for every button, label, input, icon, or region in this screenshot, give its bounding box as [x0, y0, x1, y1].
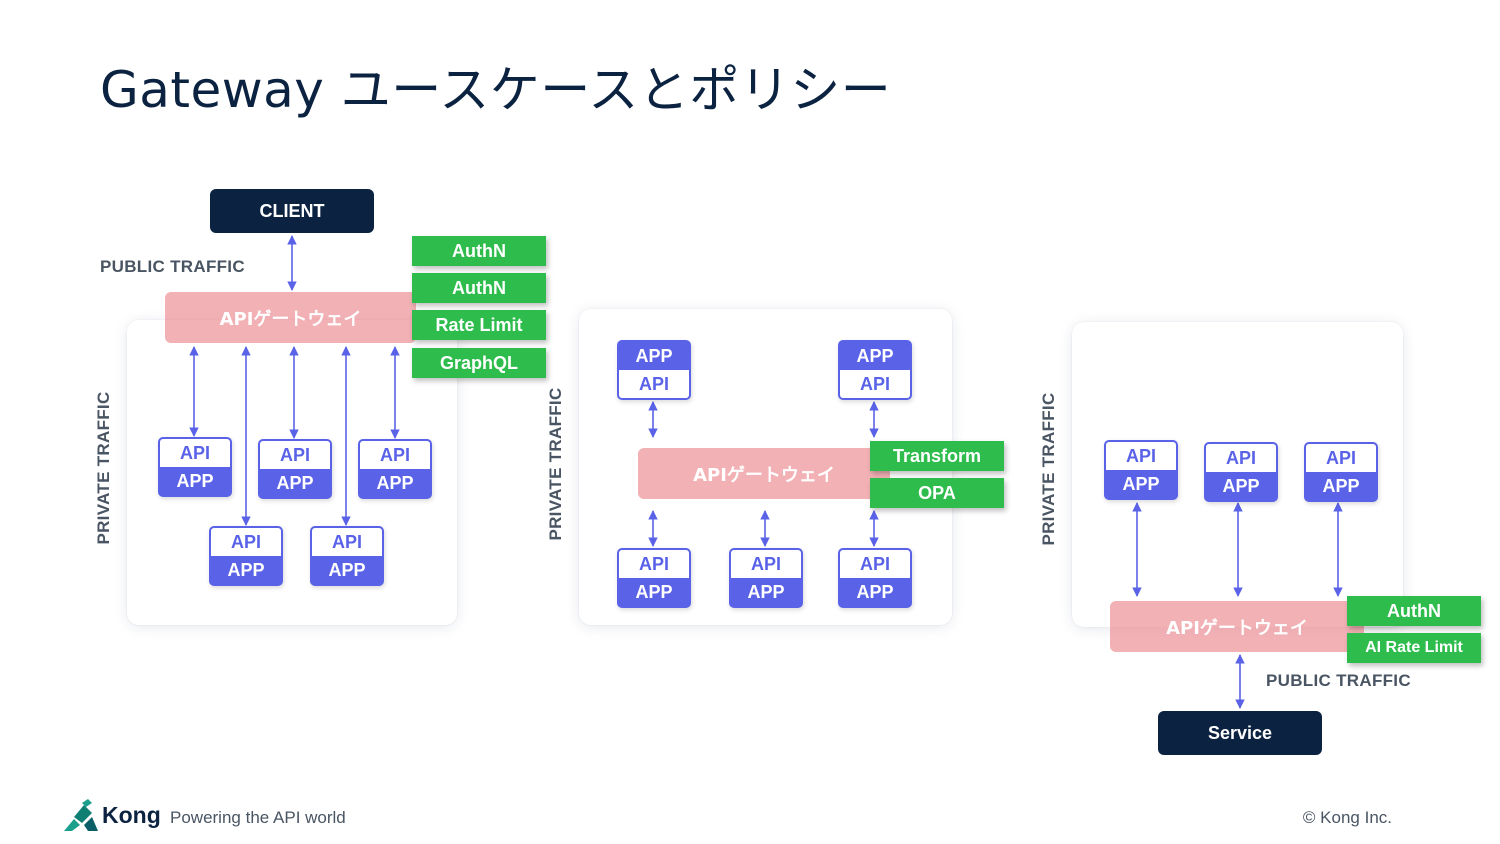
d3-private-traffic-label: PRIVATE TRAFFIC — [1039, 392, 1058, 546]
service-app-label: APP — [731, 578, 801, 606]
service-app-label: APP — [1306, 472, 1376, 500]
d2-upper-service-1: APP API — [617, 340, 691, 400]
service-app-label: APP — [160, 467, 230, 495]
d3-service-1: API APP — [1104, 440, 1178, 500]
service-app-label: APP — [312, 556, 382, 584]
d2-policy-transform: Transform — [870, 441, 1004, 471]
service-api-label: API — [360, 441, 430, 469]
d1-policy-authn-2: AuthN — [412, 273, 546, 303]
service-box: Service — [1158, 711, 1322, 755]
d2-lower-service-1: API APP — [617, 548, 691, 608]
d1-service-2: API APP — [258, 439, 332, 499]
service-api-label: API — [1206, 444, 1276, 472]
service-api-label: API — [619, 370, 689, 398]
d3-public-traffic-label: PUBLIC TRAFFIC — [1266, 671, 1411, 690]
service-app-label: APP — [260, 469, 330, 497]
page-title: Gateway ユースケースとポリシー — [100, 61, 892, 119]
d1-api-gateway: APIゲートウェイ — [165, 292, 416, 343]
d1-policy-graphql: GraphQL — [412, 348, 546, 378]
d1-service-5: API APP — [310, 526, 384, 586]
d1-service-3: API APP — [358, 439, 432, 499]
service-app-label: APP — [840, 342, 910, 370]
service-api-label: API — [731, 550, 801, 578]
service-app-label: APP — [619, 342, 689, 370]
d2-upper-service-2: APP API — [838, 340, 912, 400]
client-box: CLIENT — [210, 189, 374, 233]
service-app-label: APP — [211, 556, 281, 584]
d2-lower-service-3: API APP — [838, 548, 912, 608]
d1-public-traffic-label: PUBLIC TRAFFIC — [100, 257, 245, 276]
service-api-label: API — [160, 439, 230, 467]
d1-private-traffic-label: PRIVATE TRAFFIC — [94, 391, 113, 545]
service-app-label: APP — [1206, 472, 1276, 500]
footer-tagline: Powering the API world — [170, 808, 346, 827]
d2-api-gateway: APIゲートウェイ — [638, 448, 890, 499]
d3-policy-authn: AuthN — [1347, 596, 1481, 626]
service-app-label: APP — [360, 469, 430, 497]
service-api-label: API — [312, 528, 382, 556]
d3-service-3: API APP — [1304, 442, 1378, 502]
service-api-label: API — [840, 370, 910, 398]
d3-policy-ai-rate-limit: AI Rate Limit — [1347, 633, 1481, 663]
d1-policy-authn-1: AuthN — [412, 236, 546, 266]
d3-api-gateway: APIゲートウェイ — [1110, 601, 1364, 652]
d1-service-1: API APP — [158, 437, 232, 497]
service-api-label: API — [840, 550, 910, 578]
d3-service-2: API APP — [1204, 442, 1278, 502]
d1-service-4: API APP — [209, 526, 283, 586]
kong-logo-icon — [64, 799, 98, 831]
service-api-label: API — [619, 550, 689, 578]
footer-copyright: © Kong Inc. — [1302, 808, 1392, 827]
service-api-label: API — [1106, 442, 1176, 470]
service-api-label: API — [211, 528, 281, 556]
service-app-label: APP — [840, 578, 910, 606]
footer-brand: Kong — [102, 802, 161, 828]
service-app-label: APP — [619, 578, 689, 606]
d2-lower-service-2: API APP — [729, 548, 803, 608]
service-api-label: API — [260, 441, 330, 469]
d2-private-traffic-label: PRIVATE TRAFFIC — [546, 387, 565, 541]
d2-policy-opa: OPA — [870, 478, 1004, 508]
service-api-label: API — [1306, 444, 1376, 472]
d1-policy-rate-limit: Rate Limit — [412, 310, 546, 340]
service-app-label: APP — [1106, 470, 1176, 498]
